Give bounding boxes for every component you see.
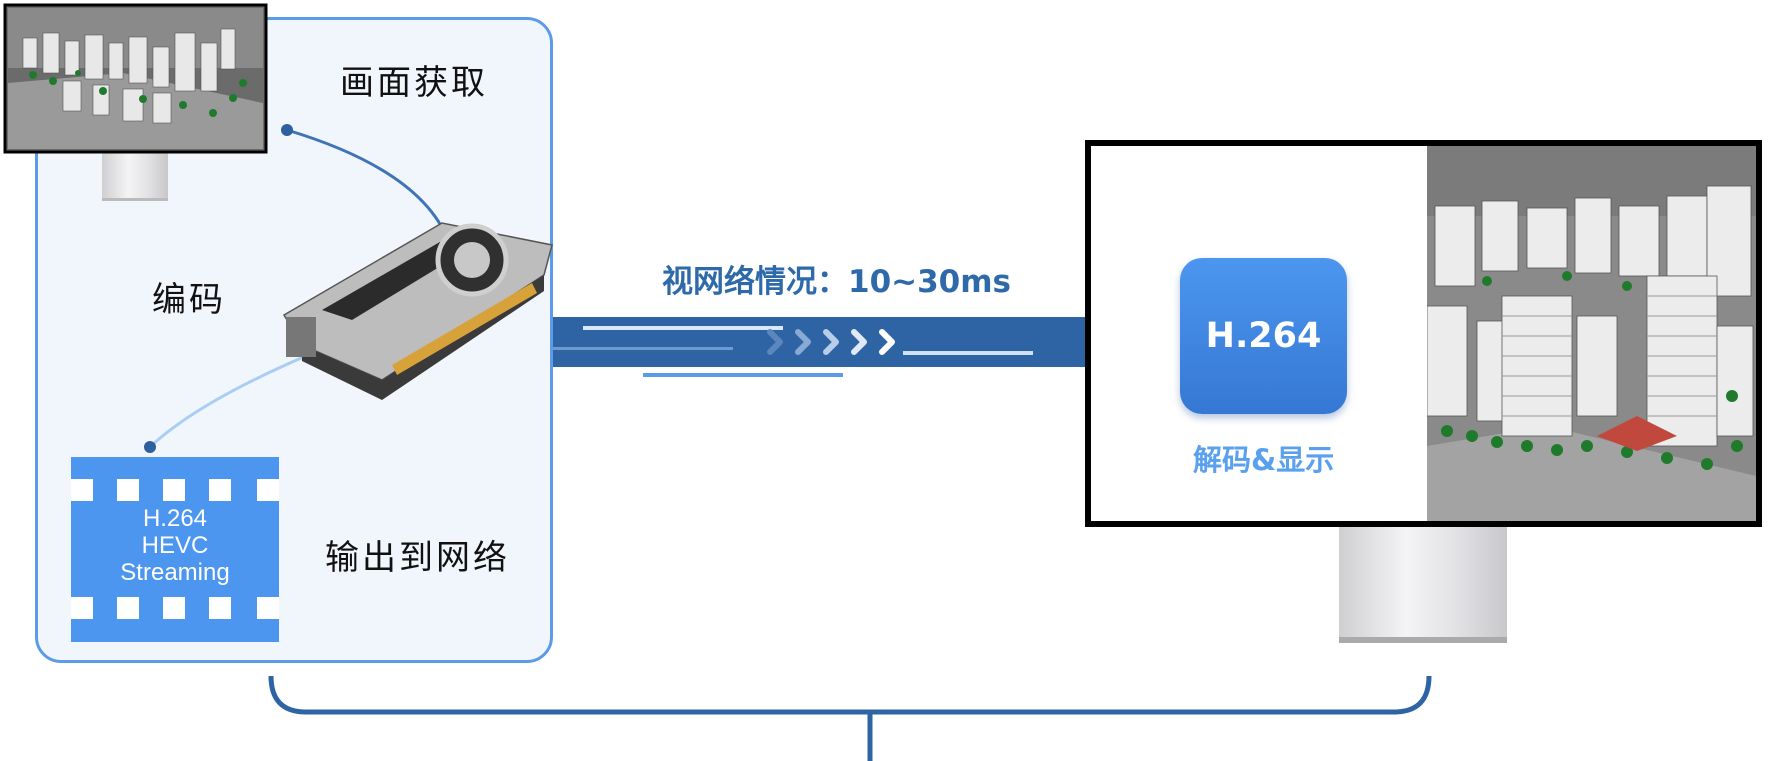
bottom-bracket — [268, 675, 1432, 761]
encode-label: 编码 — [152, 280, 226, 320]
source-monitor-stand — [102, 152, 168, 201]
stream-format-hevc: HEVC — [141, 532, 209, 559]
h264-decoder-box: H.264 — [1180, 258, 1347, 414]
gpu-card-icon — [282, 222, 553, 400]
film-perforations — [71, 479, 279, 619]
output-label: 输出到网络 — [325, 538, 510, 578]
client-monitor-stand — [1339, 527, 1507, 643]
source-monitor-icon — [3, 3, 268, 154]
stream-formats: H.264 HEVC Streaming — [71, 505, 279, 586]
stream-format-streaming: Streaming — [120, 559, 230, 586]
capture-label: 画面获取 — [340, 63, 488, 103]
stream-format-h264: H.264 — [142, 505, 208, 532]
connector-lines — [144, 124, 450, 453]
decode-display-label: 解码&显示 — [1193, 443, 1335, 477]
network-latency-label: 视网络情况：10~30ms — [662, 264, 1012, 300]
rendered-city-image — [1427, 146, 1756, 521]
